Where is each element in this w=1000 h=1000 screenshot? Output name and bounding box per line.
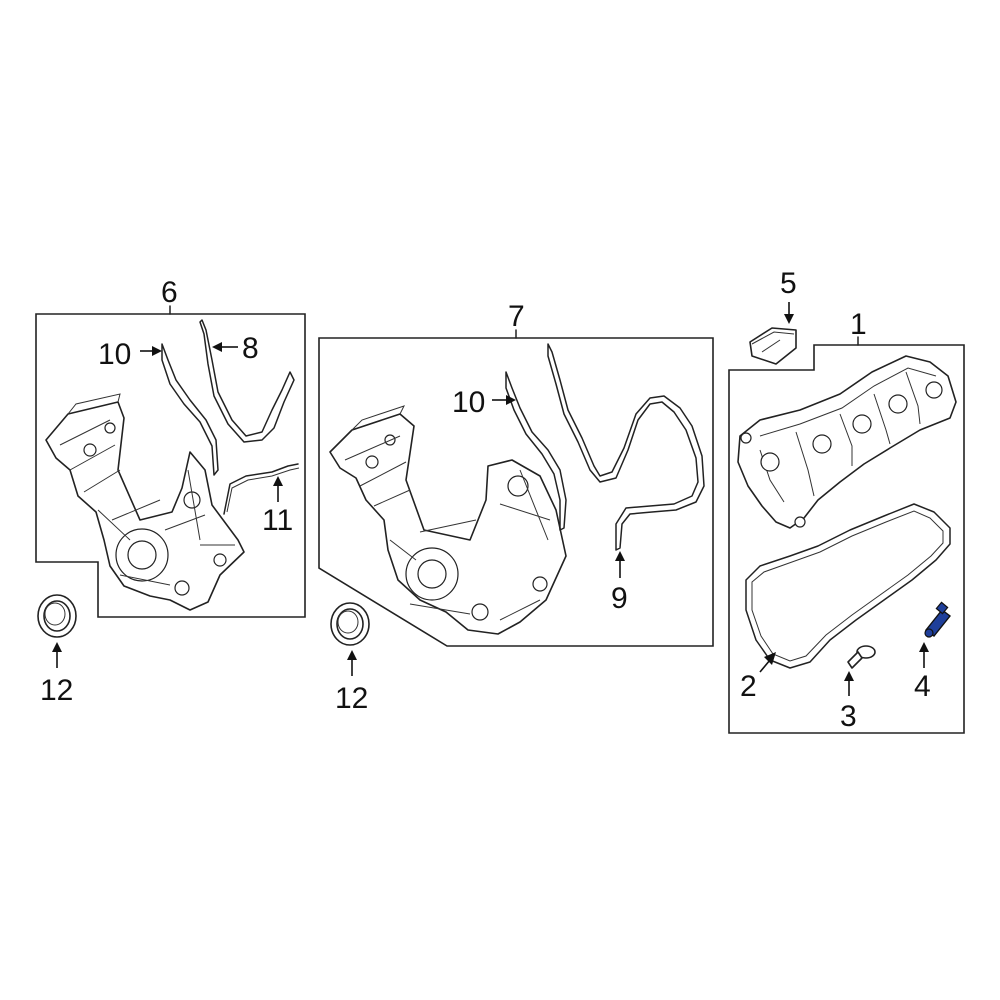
gasket-10-left[interactable]	[161, 343, 219, 476]
valve-cover[interactable]	[737, 355, 957, 529]
gasket-10-right[interactable]	[505, 371, 567, 531]
timing-cover-right[interactable]	[329, 405, 567, 635]
callout-11[interactable]: 11	[262, 504, 293, 537]
gasket-8[interactable]	[199, 319, 295, 443]
group-7-timing-cover-right: 7 10 9	[318, 300, 714, 647]
callout-1[interactable]: 1	[850, 308, 867, 341]
callout-12-left[interactable]: 12	[40, 674, 73, 707]
callout-4[interactable]: 4	[914, 670, 931, 703]
group-6-outline	[35, 313, 306, 618]
timing-cover-left[interactable]	[45, 393, 245, 611]
group-7-outline	[318, 337, 714, 647]
front-seal-middle[interactable]	[330, 602, 370, 646]
callout-12-middle[interactable]: 12	[335, 682, 368, 715]
callout-10-left[interactable]: 10	[98, 338, 131, 371]
front-seal-left[interactable]	[37, 594, 77, 638]
pcv-valve[interactable]	[924, 601, 951, 638]
gasket-9[interactable]	[547, 343, 705, 551]
callout-7[interactable]: 7	[508, 300, 525, 333]
callout-5[interactable]: 5	[780, 267, 797, 300]
gasket-11[interactable]	[223, 463, 299, 515]
group-6-timing-cover-left: 6 10 8 11	[35, 276, 306, 618]
callout-9[interactable]: 9	[611, 582, 628, 615]
valve-cover-bolt[interactable]	[847, 645, 876, 669]
group-1-valve-cover: 1 2	[728, 308, 965, 734]
group-1-outline	[728, 344, 965, 734]
valve-cover-gasket[interactable]	[745, 503, 951, 669]
callout-8[interactable]: 8	[242, 332, 259, 365]
callout-2[interactable]: 2	[740, 670, 757, 703]
oil-separator-cap[interactable]	[749, 327, 797, 365]
callout-3[interactable]: 3	[840, 700, 857, 733]
callout-10-middle[interactable]: 10	[452, 386, 485, 419]
callout-6[interactable]: 6	[161, 276, 178, 309]
